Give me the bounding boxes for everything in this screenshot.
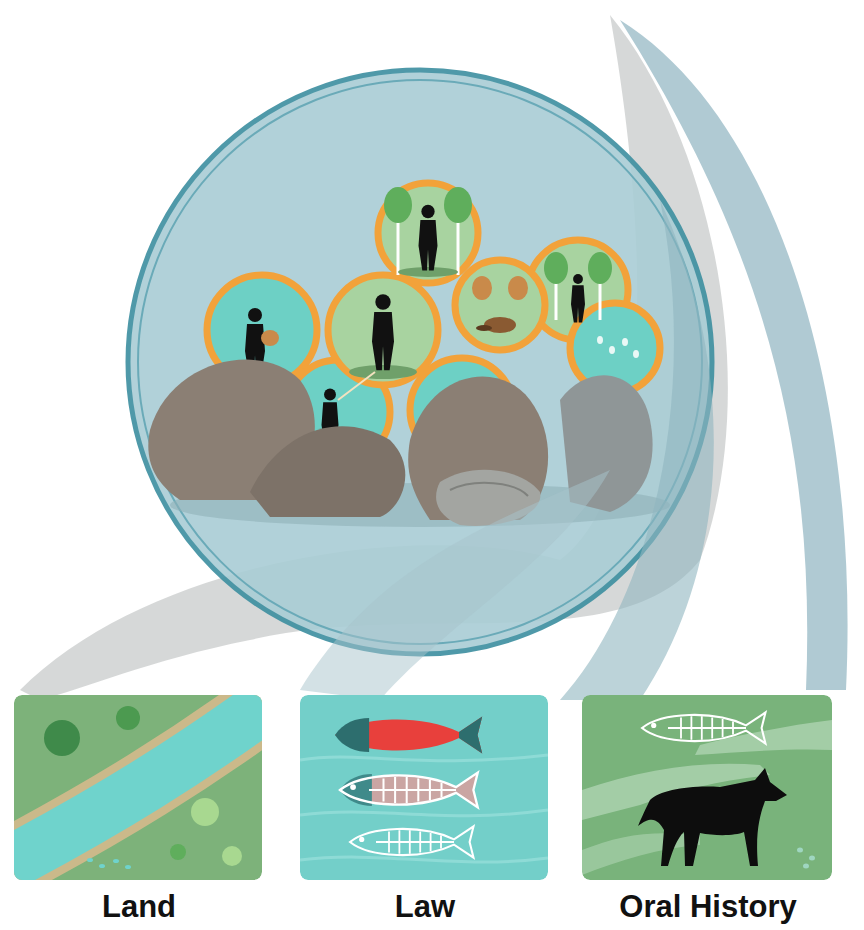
- oral-history-panel: [797, 848, 803, 853]
- oral-history-panel: [797, 848, 815, 869]
- law-panel: [335, 716, 482, 753]
- person-silhouette: [571, 274, 585, 322]
- tree-foliage: [588, 252, 612, 284]
- oral-history-panel: [809, 856, 815, 861]
- tree-foliage: [544, 252, 568, 284]
- ground-plants: [349, 365, 417, 379]
- land-panel: [44, 720, 80, 756]
- person-silhouette: [419, 205, 438, 271]
- law-panel: [340, 773, 478, 808]
- swoosh-band: [300, 470, 610, 700]
- land-panel: [87, 858, 93, 862]
- land-panel: [125, 865, 131, 869]
- basket: [261, 330, 279, 346]
- image-panel: Land: [14, 695, 264, 927]
- law-panel: [459, 716, 482, 753]
- land-panel: [222, 846, 242, 866]
- image-panel: Law: [300, 695, 550, 927]
- basket: [261, 330, 279, 346]
- oral-history-panel: [582, 695, 832, 880]
- law-panel: [335, 718, 369, 752]
- vignette-circle: [328, 275, 438, 385]
- swoosh-band: [20, 15, 848, 700]
- law-panel: [340, 773, 478, 808]
- law-panel: [300, 695, 548, 880]
- oral-history-panel: [638, 768, 787, 866]
- fishing-pole: [338, 372, 375, 400]
- oral-history-panel: [642, 712, 766, 743]
- land-panel: [113, 859, 119, 863]
- animal-tracks: [597, 336, 639, 358]
- beaver: [476, 317, 516, 333]
- animal-tracks: [622, 338, 628, 346]
- main-circle: [138, 80, 702, 644]
- law-panel: [350, 826, 474, 857]
- beaver: [476, 325, 492, 331]
- birch-tree: [398, 200, 600, 320]
- ground-plants: [349, 267, 458, 379]
- animal-tracks: [609, 346, 615, 354]
- oral-history-panel: [642, 712, 766, 743]
- oral-history-panel: [803, 864, 809, 869]
- law-panel: [335, 716, 482, 753]
- panel-caption: Oral History: [582, 889, 834, 925]
- fishing-pole: [338, 372, 375, 400]
- land-panel: [207, 712, 213, 716]
- land-panel: [99, 864, 105, 868]
- swoosh-band: [560, 200, 714, 700]
- animal-tracks: [597, 336, 603, 344]
- swoosh-band: [20, 15, 728, 700]
- law-panel: [300, 695, 548, 880]
- beaver: [484, 317, 516, 333]
- tree-foliage: [472, 276, 492, 300]
- panel-caption: Law: [300, 889, 550, 925]
- land-panel: [197, 720, 203, 724]
- vignette-circle: [378, 183, 478, 283]
- swoosh-band: [300, 200, 714, 700]
- ground-plants: [398, 267, 458, 277]
- land-panel: [14, 700, 262, 866]
- land-panel: [116, 706, 140, 730]
- law-panel: [340, 773, 478, 808]
- law-panel: [350, 826, 474, 857]
- law-panel: [300, 755, 548, 862]
- land-panel: [87, 712, 213, 869]
- tree-foliage: [384, 187, 412, 223]
- land-panel: [170, 844, 186, 860]
- image-panel: Oral History: [582, 695, 834, 927]
- oral-history-panel: [582, 695, 832, 880]
- person-silhouette: [372, 294, 394, 370]
- land-panel: [14, 700, 262, 866]
- tree-foliage: [444, 187, 472, 223]
- land-panel: [14, 695, 262, 880]
- oral-history-panel: [582, 833, 700, 875]
- rock: [148, 360, 670, 527]
- animal-tracks: [633, 350, 639, 358]
- rock: [450, 483, 528, 496]
- land-panel: [191, 798, 219, 826]
- rock: [250, 426, 405, 517]
- tree-foliage: [508, 276, 528, 300]
- vignette-circle: [455, 260, 545, 350]
- panel-caption: Land: [14, 889, 264, 925]
